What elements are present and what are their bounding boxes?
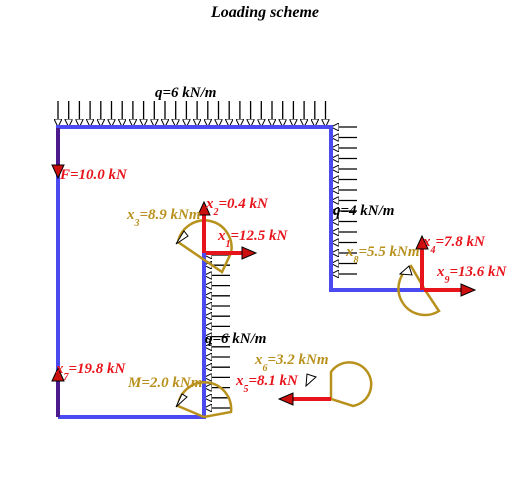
label-x6: x6=3.2 kNm [254,352,329,374]
force-F [51,128,65,180]
frame-outline [56,125,425,417]
moment-arrowhead-M [175,393,188,408]
moment-arrowhead-x8 [398,265,413,276]
label-x2: x2=0.4 kN [205,196,269,218]
distributed-load-top [58,101,326,126]
distributed-load-right [332,127,357,274]
moment-arc-x6 [329,361,373,408]
label-x5: x5=8.1 kN [235,373,299,395]
force-x2 [197,200,211,253]
moment-arc-x3 [176,219,233,274]
moment-arc-x8 [397,264,441,317]
label-moment-M: M=2.0 kNm [127,375,202,391]
moment-arrowhead-x6 [305,373,317,388]
moment-arrowhead-x3 [175,230,189,245]
label-x9: x9=13.6 kN [436,264,508,286]
diagram-title: Loading scheme [210,4,319,21]
label-q-top: q=6 kN/m [155,85,216,101]
force-x4 [415,234,429,290]
label-x7: x7=19.8 kN [55,361,127,383]
label-x4: x4=7.8 kN [422,234,486,256]
label-force-F: F=10.0 kN [59,167,128,183]
label-x8: x8=5.5 kNm [345,244,420,266]
label-x3: x3=8.9 kNm [126,207,201,229]
label-x1: x1=12.5 kN [217,228,289,250]
force-x9 [424,283,477,297]
label-q-inner: q=6 kN/m [205,331,266,347]
force-x1 [206,246,258,260]
label-q-right: q=4 kN/m [333,203,394,219]
force-x7 [51,366,65,417]
force-x5 [277,392,331,406]
